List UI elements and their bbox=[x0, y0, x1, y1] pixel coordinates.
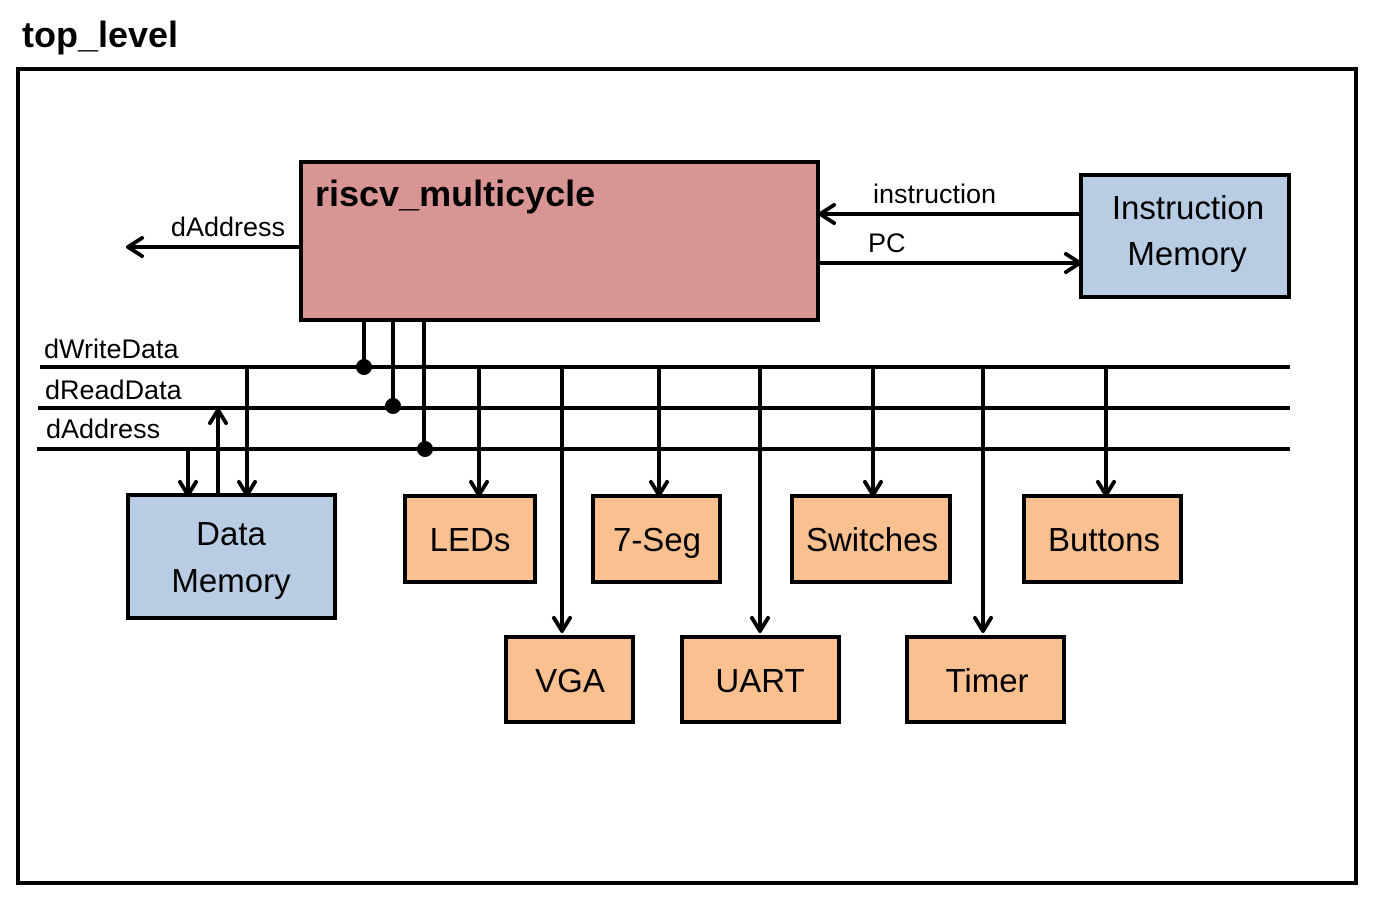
cpu-bus-taps bbox=[356, 320, 433, 457]
arrow-down-icon bbox=[750, 616, 770, 633]
peripheral-wires bbox=[469, 367, 1116, 633]
cpu-label: riscv_multicycle bbox=[315, 173, 595, 214]
bus-label-dreaddata: dReadData bbox=[45, 375, 183, 405]
peripheral-label: Buttons bbox=[1048, 521, 1160, 558]
instruction-label: instruction bbox=[873, 179, 996, 209]
daddress-output-wire: dAddress bbox=[126, 212, 301, 258]
junction-dot bbox=[385, 398, 401, 414]
peripheral-label: LEDs bbox=[430, 521, 511, 558]
data-memory-wires bbox=[178, 367, 257, 497]
peripheral-label: Switches bbox=[806, 521, 938, 558]
peripheral-leds[interactable]: LEDs bbox=[403, 494, 537, 584]
data-memory-label-line1: Data bbox=[196, 515, 266, 552]
peripheral-label: Timer bbox=[945, 662, 1028, 699]
bus-dwritedata: dWriteData bbox=[40, 334, 1290, 369]
peripheral-label: VGA bbox=[535, 662, 605, 699]
peripheral-rect bbox=[790, 494, 952, 584]
instruction-memory-label-line1: Instruction bbox=[1112, 189, 1264, 226]
instruction-wire: instruction bbox=[818, 179, 1081, 225]
cpu-rect bbox=[299, 160, 820, 322]
peripheral-timer[interactable]: Timer bbox=[905, 635, 1066, 724]
daddress-output-label: dAddress bbox=[171, 212, 285, 242]
instruction-memory-block[interactable]: Instruction Memory bbox=[1079, 173, 1291, 299]
peripheral-rect bbox=[403, 494, 537, 584]
peripheral-rect bbox=[680, 635, 841, 724]
junction-dot bbox=[417, 441, 433, 457]
bus-dreaddata: dReadData bbox=[38, 375, 1290, 410]
diagram-title: top_level bbox=[22, 14, 178, 55]
top-level-frame bbox=[16, 67, 1358, 885]
arrow-down-icon bbox=[552, 616, 572, 633]
data-memory-rect bbox=[126, 493, 337, 620]
cpu-block[interactable]: riscv_multicycle bbox=[299, 160, 820, 322]
bus-label-daddress: dAddress bbox=[46, 414, 160, 444]
arrow-left-icon bbox=[818, 203, 836, 225]
arrow-left-icon bbox=[126, 236, 144, 258]
peripheral-rect bbox=[1022, 494, 1183, 584]
peripheral-label: 7-Seg bbox=[613, 521, 701, 558]
peripheral-7seg[interactable]: 7-Seg bbox=[591, 494, 722, 584]
instruction-memory-label-line2: Memory bbox=[1127, 235, 1247, 272]
instruction-memory-rect bbox=[1079, 173, 1291, 299]
arrow-down-icon bbox=[973, 616, 993, 633]
peripheral-label: UART bbox=[715, 662, 804, 699]
peripheral-buttons[interactable]: Buttons bbox=[1022, 494, 1183, 584]
pc-label: PC bbox=[868, 228, 906, 258]
bus-label-dwritedata: dWriteData bbox=[44, 334, 180, 364]
peripheral-switches[interactable]: Switches bbox=[790, 494, 952, 584]
peripheral-rect bbox=[591, 494, 722, 584]
peripheral-vga[interactable]: VGA bbox=[504, 635, 635, 724]
junction-dot bbox=[356, 359, 372, 375]
pc-wire: PC bbox=[818, 228, 1082, 274]
peripheral-uart[interactable]: UART bbox=[680, 635, 841, 724]
arrow-up-icon bbox=[208, 408, 228, 425]
data-memory-label-line2: Memory bbox=[171, 562, 291, 599]
data-memory-block[interactable]: Data Memory bbox=[126, 493, 337, 620]
peripheral-rect bbox=[504, 635, 635, 724]
peripheral-rect bbox=[905, 635, 1066, 724]
